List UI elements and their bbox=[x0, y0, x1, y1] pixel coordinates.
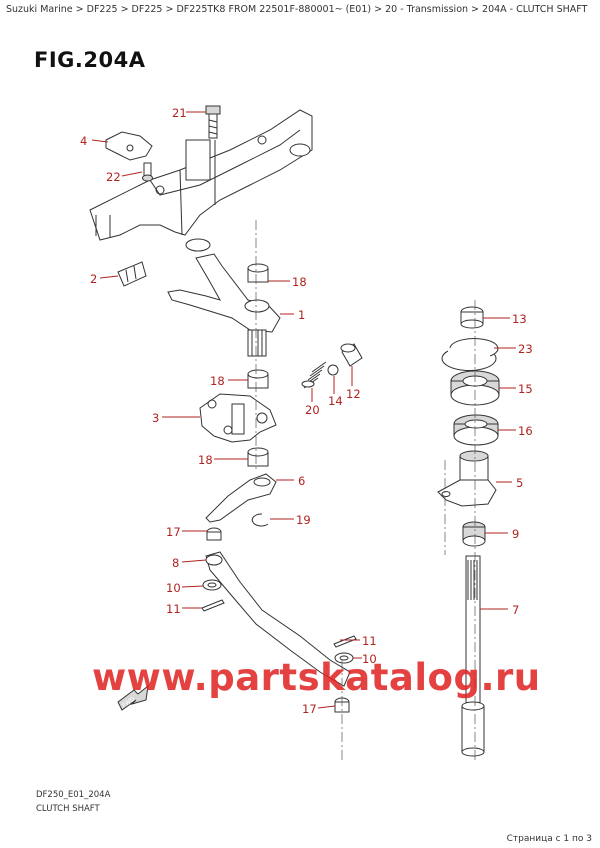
callout-23: 23 bbox=[518, 342, 533, 356]
part-bushing-18-top bbox=[247, 263, 269, 283]
part-washer-17-top bbox=[206, 527, 222, 541]
part-clip-4 bbox=[105, 131, 153, 161]
center-lines bbox=[255, 220, 476, 760]
callout-7: 7 bbox=[512, 603, 519, 617]
part-spring-20 bbox=[301, 361, 327, 389]
part-sleeve-12 bbox=[340, 343, 363, 367]
callout-17b: 17 bbox=[302, 702, 317, 716]
part-holder-3 bbox=[199, 393, 277, 443]
part-plug-13 bbox=[460, 306, 484, 329]
callout-8: 8 bbox=[172, 556, 179, 570]
part-snap-ring-23 bbox=[441, 338, 499, 372]
callout-1: 1 bbox=[298, 308, 305, 322]
callout-13: 13 bbox=[512, 312, 527, 326]
diagram-name: CLUTCH SHAFT bbox=[36, 804, 100, 814]
part-circlip-19 bbox=[251, 513, 269, 527]
part-ball-14 bbox=[327, 364, 339, 376]
part-bracket-assembly bbox=[89, 109, 313, 252]
callout-21: 21 bbox=[172, 106, 187, 120]
callout-12: 12 bbox=[346, 387, 361, 401]
callout-3: 3 bbox=[152, 411, 159, 425]
figure-title: FIG.204A bbox=[34, 48, 146, 72]
leader-lines bbox=[91, 111, 516, 709]
part-bracket-5 bbox=[437, 450, 497, 507]
watermark: www.partskatalog.ru bbox=[92, 656, 541, 699]
part-lever-1 bbox=[167, 253, 281, 357]
part-pin-11-left bbox=[201, 599, 225, 612]
part-pin-11-right bbox=[333, 635, 357, 648]
page-info: Страница с 1 по 3 bbox=[506, 834, 592, 844]
callout-18b: 18 bbox=[210, 374, 225, 388]
part-seal-16 bbox=[453, 414, 499, 446]
callout-10a: 10 bbox=[166, 581, 181, 595]
callout-5: 5 bbox=[516, 476, 523, 490]
callout-15: 15 bbox=[518, 382, 533, 396]
callout-17a: 17 bbox=[166, 525, 181, 539]
breadcrumb: Suzuki Marine > DF225 > DF225 > DF225TK8… bbox=[6, 4, 588, 15]
part-bushing-18-low bbox=[247, 447, 269, 467]
part-bolt-21 bbox=[205, 105, 221, 139]
callout-18c: 18 bbox=[198, 453, 213, 467]
part-lever-6 bbox=[205, 473, 277, 523]
callout-18a: 18 bbox=[292, 275, 307, 289]
part-washer-10-left bbox=[202, 579, 222, 591]
callout-6: 6 bbox=[298, 474, 305, 488]
part-screw-22 bbox=[142, 162, 153, 182]
callout-14: 14 bbox=[328, 394, 343, 408]
callout-4: 4 bbox=[80, 134, 87, 148]
callout-19: 19 bbox=[296, 513, 311, 527]
callout-20: 20 bbox=[305, 403, 320, 417]
fwd-arrow-icon: FWD bbox=[117, 684, 149, 711]
callout-10b: 10 bbox=[362, 652, 377, 666]
part-collar-9 bbox=[462, 521, 486, 547]
callouts: 21 4 22 2 18 1 18 20 14 12 3 18 6 19 17 … bbox=[80, 106, 533, 716]
callout-11a: 11 bbox=[166, 602, 181, 616]
part-clutch-shaft-7 bbox=[461, 555, 485, 757]
part-clip-2 bbox=[117, 261, 147, 287]
callout-11b: 11 bbox=[362, 634, 377, 648]
diagram-code: DF250_E01_204A bbox=[36, 790, 111, 800]
callout-2: 2 bbox=[90, 272, 97, 286]
callout-16: 16 bbox=[518, 424, 533, 438]
callout-9: 9 bbox=[512, 527, 519, 541]
callout-22: 22 bbox=[106, 170, 121, 184]
part-bushing-18-mid bbox=[247, 369, 269, 389]
